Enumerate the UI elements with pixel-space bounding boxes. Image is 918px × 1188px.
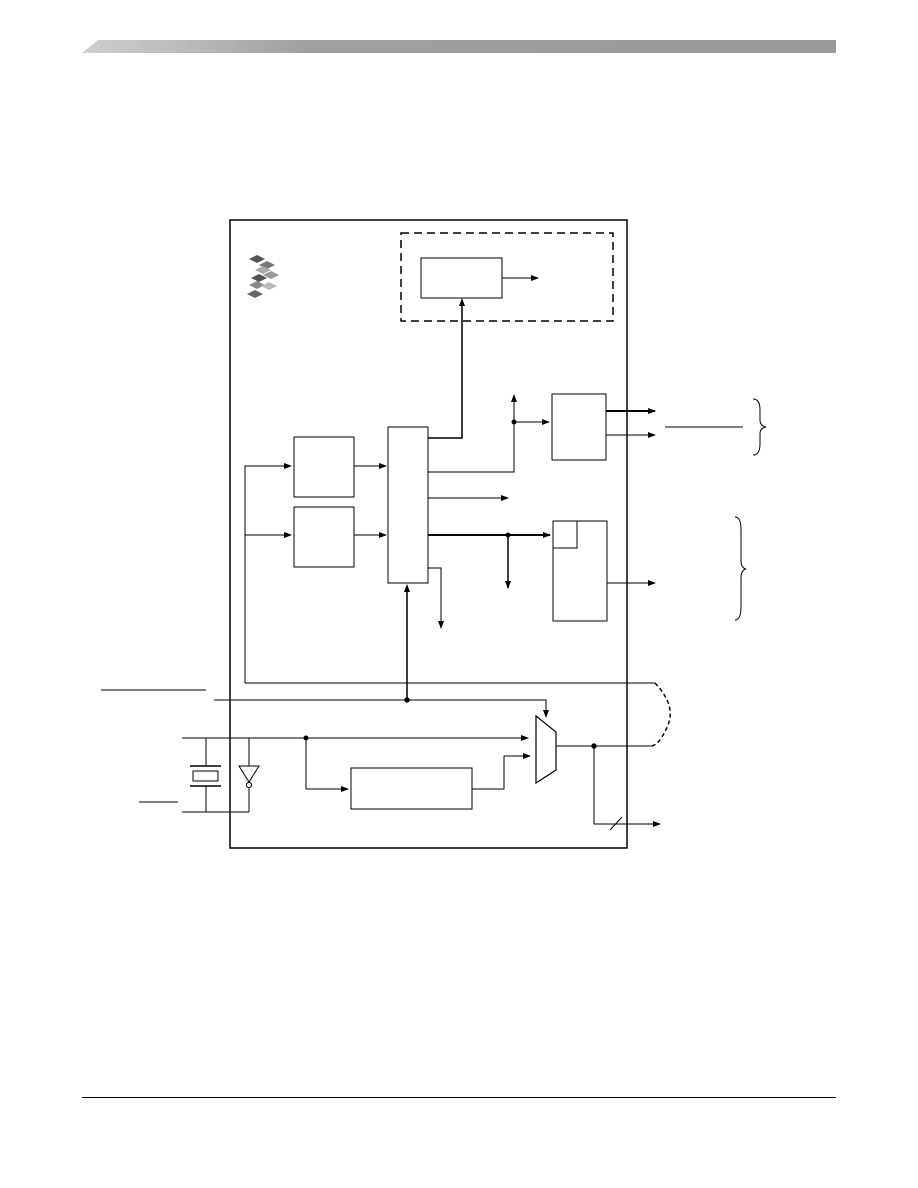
central-bus-block (387, 426, 429, 584)
clock-path-block (350, 767, 473, 810)
inverter-icon (238, 765, 260, 783)
crystal-icon (192, 770, 219, 782)
chip-outline (229, 219, 628, 849)
top-module-block (420, 257, 503, 299)
right-lower-sub-block (552, 520, 578, 549)
left-lower-block (293, 506, 355, 568)
right-lower-block (552, 520, 608, 622)
right-upper-block (551, 393, 607, 461)
left-upper-block (293, 436, 355, 498)
header-bar (82, 40, 836, 53)
freescale-logo-icon (247, 255, 279, 298)
mux-icon (535, 714, 557, 785)
dashed-module-region (400, 232, 614, 322)
footer-rule (82, 1097, 836, 1098)
